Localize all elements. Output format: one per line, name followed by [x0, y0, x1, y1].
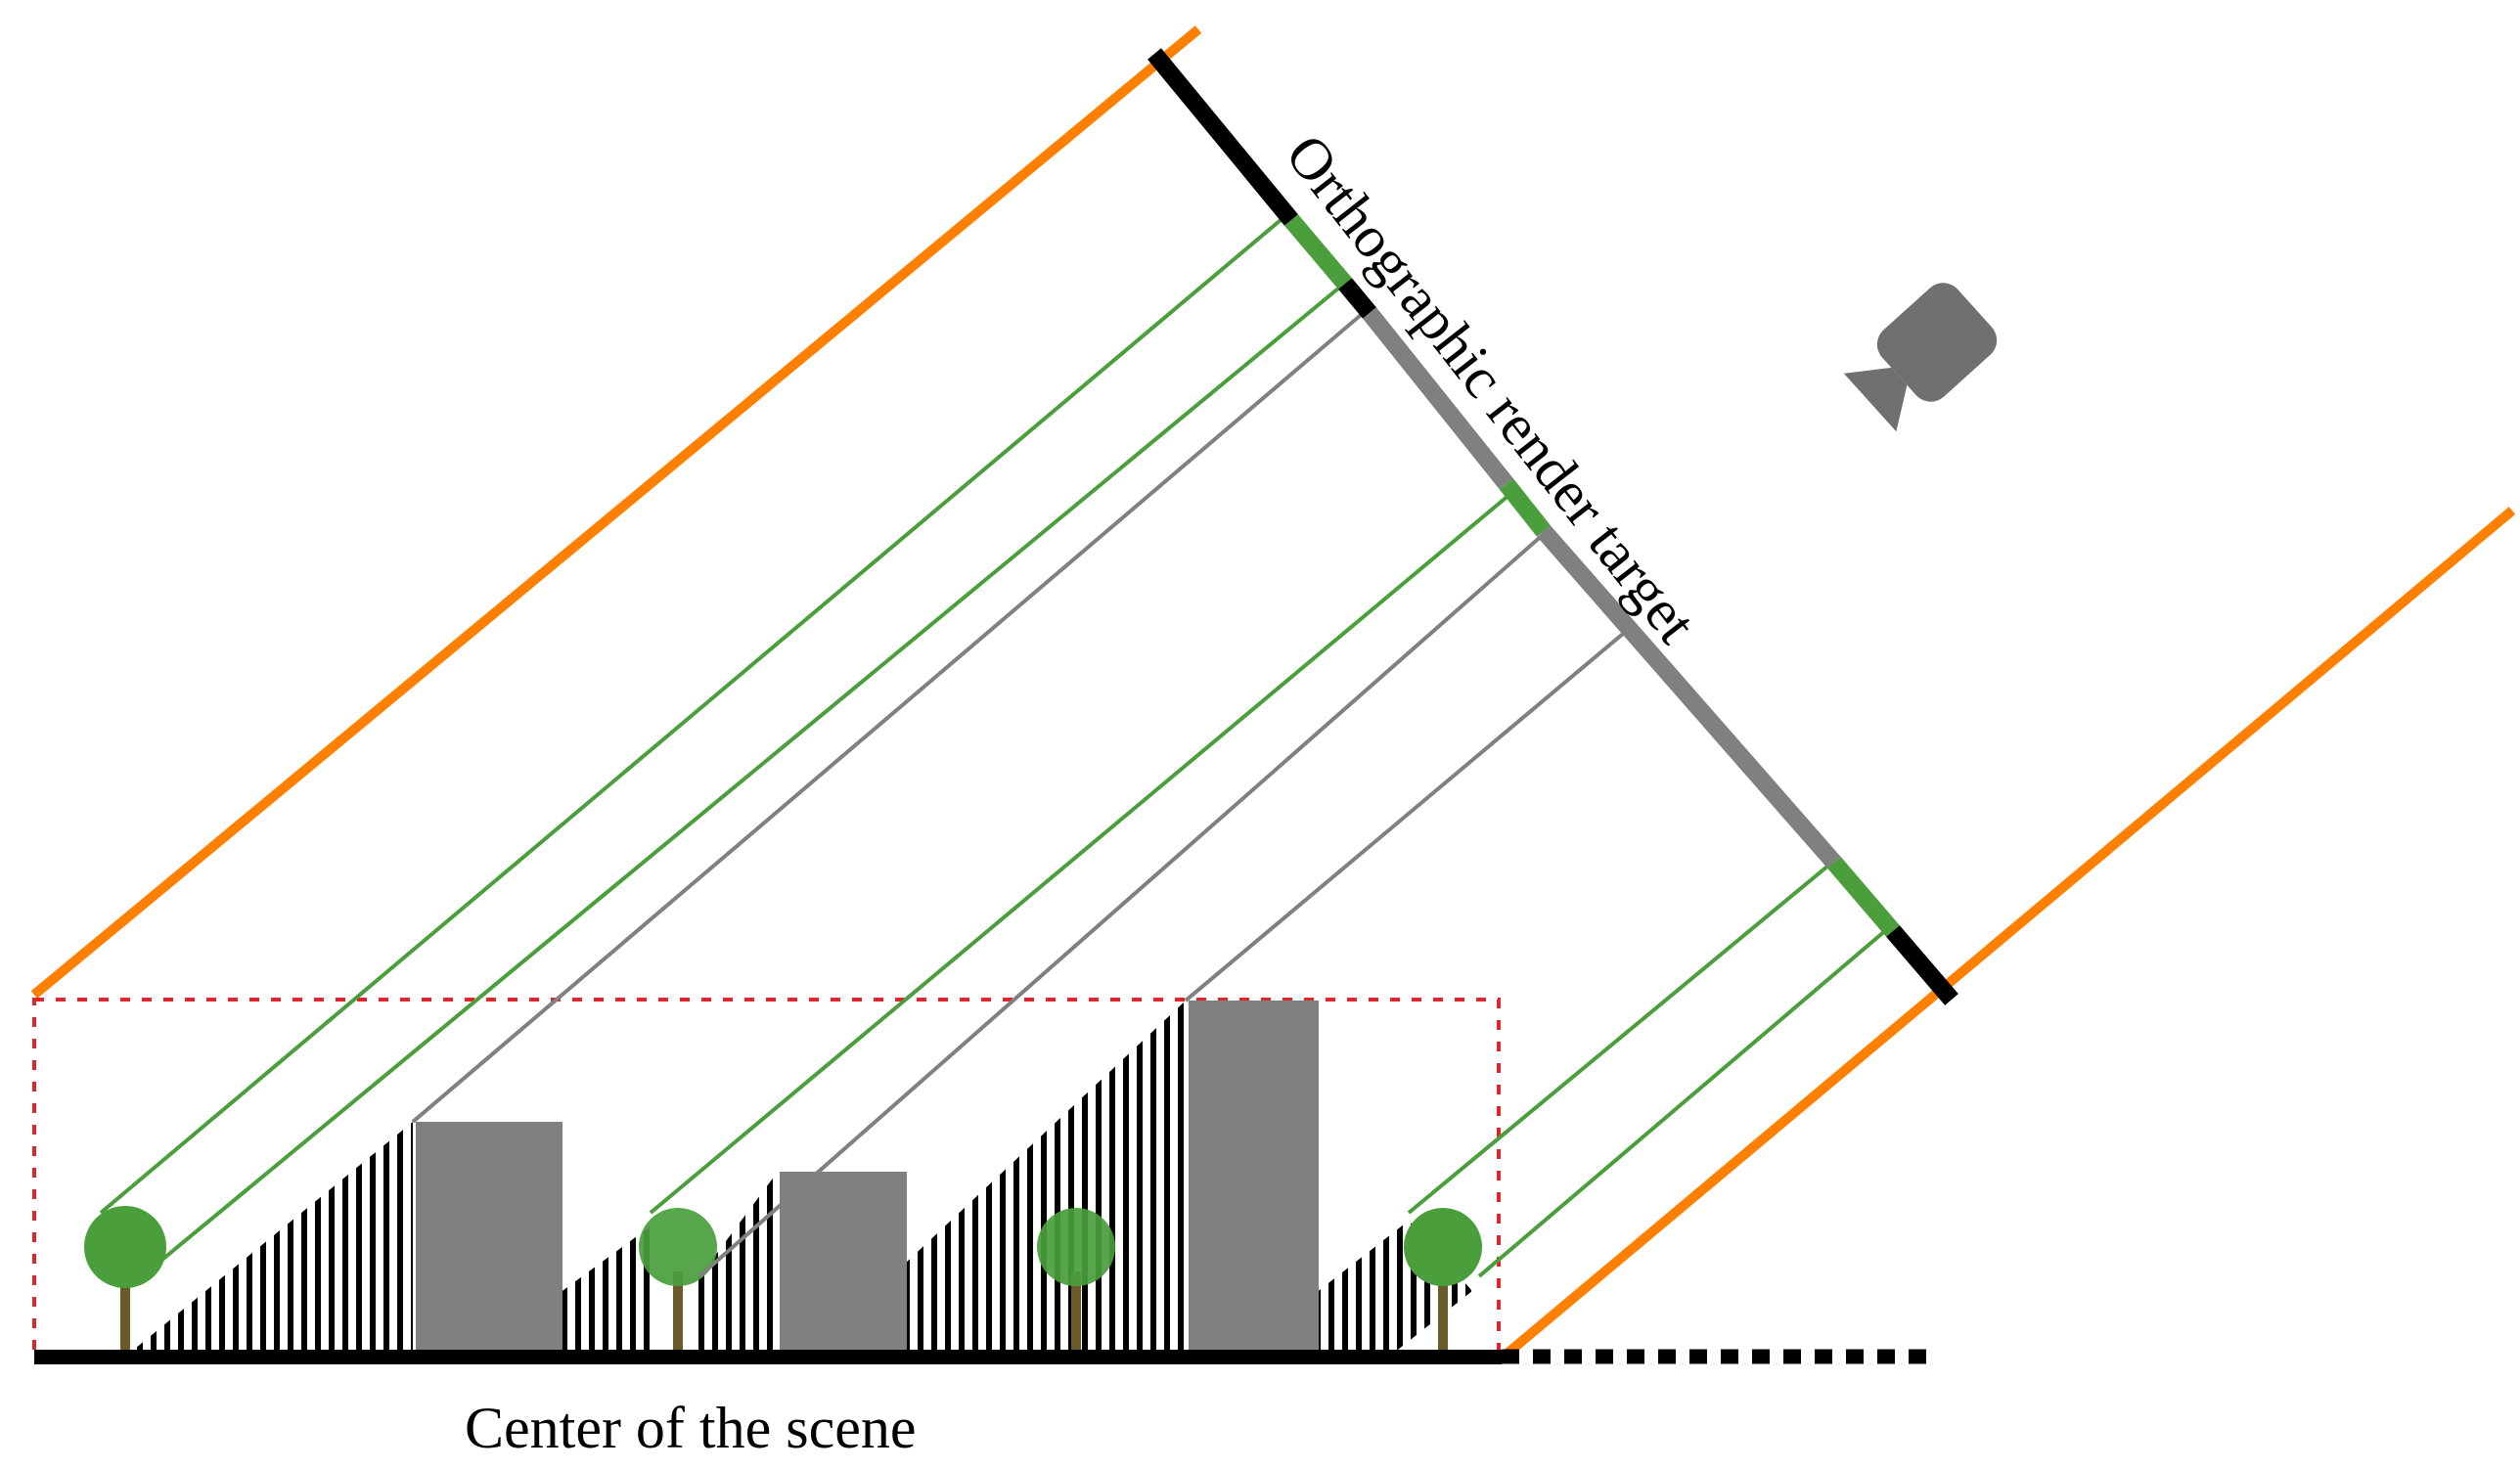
ray-green	[649, 487, 1518, 1215]
tree	[84, 1206, 166, 1357]
render-target-green-segment	[1827, 857, 1900, 937]
ray-green	[1477, 922, 1895, 1278]
scene-center-label: Center of the scene	[465, 1396, 916, 1460]
tree	[1037, 1208, 1115, 1357]
ray-gray	[698, 532, 1546, 1278]
tree-trunk	[673, 1271, 683, 1357]
ground	[34, 1349, 1935, 1364]
shadow-wedge	[560, 1223, 655, 1357]
tree-crown	[1404, 1208, 1482, 1286]
shadow-wedge	[125, 1122, 413, 1357]
tree-trunk	[1438, 1271, 1448, 1357]
shadow-wedge	[695, 1172, 778, 1357]
ray-green	[128, 277, 1352, 1288]
buildings	[416, 1001, 1319, 1357]
building	[416, 1122, 562, 1357]
tree-crown	[84, 1206, 166, 1288]
frustum-line-bottom	[1500, 507, 2516, 1360]
render-target-segment	[1886, 925, 1958, 1005]
video-camera-icon	[1843, 283, 1998, 432]
frustum-lines	[30, 25, 2516, 1360]
ray-green	[1407, 859, 1836, 1215]
tree-crown	[1037, 1208, 1115, 1286]
projection-rays	[99, 213, 1895, 1288]
render-target-segment	[1148, 48, 1298, 226]
scene-bounds-box	[32, 998, 1501, 1359]
building	[1189, 1001, 1319, 1357]
render-target	[1148, 48, 1958, 1005]
render-target-green-segment	[1284, 214, 1352, 290]
ray-gray	[411, 308, 1369, 1124]
tree	[1404, 1208, 1482, 1357]
render-target-green-segment	[1499, 478, 1552, 537]
frustum-line-top	[30, 25, 1202, 999]
ray-gray	[1184, 627, 1631, 1002]
render-target-gray-segment	[1362, 307, 1514, 490]
ray-green	[99, 213, 1288, 1215]
building	[780, 1172, 907, 1357]
trees	[84, 1206, 1482, 1357]
tree-trunk	[120, 1271, 130, 1357]
tree	[639, 1208, 717, 1357]
shadow-wedge	[905, 1001, 1186, 1357]
tree-crown	[639, 1208, 717, 1286]
render-target-label: Orthographic render target	[1274, 122, 1709, 654]
tree-trunk	[1071, 1271, 1081, 1357]
render-target-segment	[1338, 278, 1376, 319]
render-target-gray-segment	[1537, 525, 1841, 869]
ground-line	[34, 1350, 1502, 1364]
